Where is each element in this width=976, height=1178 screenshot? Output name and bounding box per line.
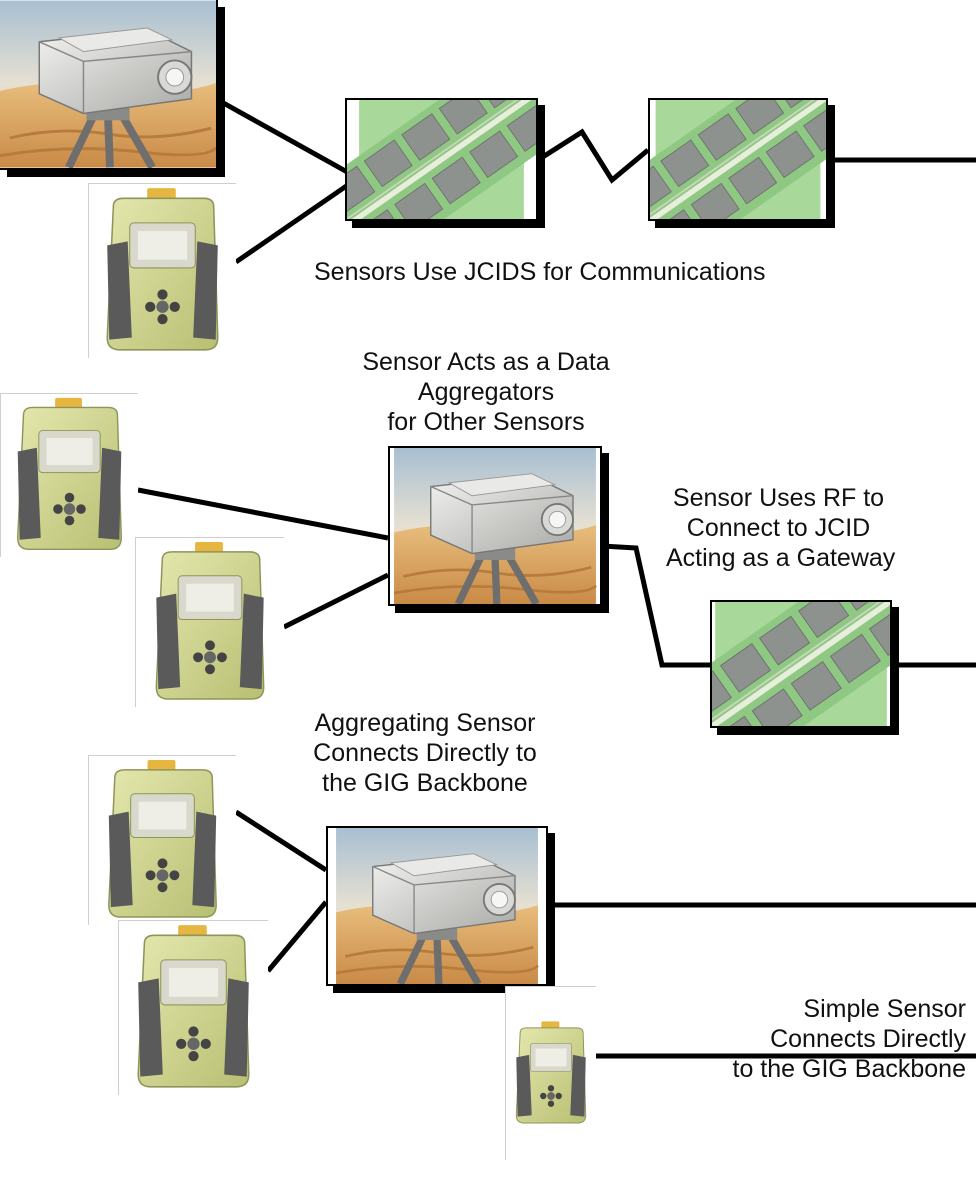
label-jcids-communications: Sensors Use JCIDS for Communications <box>314 258 766 286</box>
wire-handheld-to-aggregator <box>137 487 389 541</box>
wire-handheld4-to-aggregating <box>266 900 328 973</box>
label-line: for Other Sensors <box>387 408 585 436</box>
tripod-camera-sensor-icon <box>0 0 216 168</box>
circuit-board-module-icon <box>650 100 826 219</box>
label-aggregating-direct: Aggregating Sensor Connects Directly to … <box>275 708 575 798</box>
label-line: Connects Directly <box>770 1025 966 1053</box>
jcids-module-2 <box>648 98 828 221</box>
tripod-camera-sensor-icon <box>328 828 546 984</box>
circuit-board-module-icon <box>712 602 890 726</box>
camera-sensor-aggregator <box>388 446 602 606</box>
label-line: the GIG Backbone <box>322 769 528 797</box>
handheld-sensor-top <box>88 183 236 358</box>
label-rf-gateway: Sensor Uses RF to Connect to JCID Acting… <box>666 483 896 573</box>
wire-jcids-zigzag <box>536 128 650 184</box>
wire-handheld2-to-aggregator <box>282 572 390 630</box>
label-line: Aggregators <box>417 378 555 406</box>
handheld-sensor-lower <box>88 755 236 925</box>
wire-handheld3-to-aggregating <box>234 809 328 873</box>
wire-camera-to-jcids <box>216 97 360 181</box>
handheld-sensor-icon <box>89 756 236 925</box>
label-line: to the GIG Backbone <box>732 1055 966 1083</box>
label-line: Sensor Acts as a Data <box>362 348 610 376</box>
label-data-aggregator: Sensor Acts as a Data Aggregators for Ot… <box>356 347 616 437</box>
jcids-gateway-module <box>710 600 892 728</box>
handheld-sensor-bottom <box>118 920 268 1095</box>
label-line: Connects Directly to <box>313 739 537 767</box>
handheld-sensor-icon <box>506 987 596 1160</box>
label-line: Simple Sensor <box>803 995 966 1023</box>
handheld-sensor-simple <box>505 986 596 1160</box>
handheld-sensor-icon <box>1 394 138 557</box>
wire-aggregator-to-gateway <box>601 543 710 668</box>
handheld-sensor-middle-left <box>0 393 138 557</box>
label-line: Connect to JCID <box>686 514 871 542</box>
handheld-sensor-middle <box>135 537 284 707</box>
camera-sensor-aggregating <box>326 826 548 986</box>
tripod-camera-sensor-icon <box>390 448 600 604</box>
label-simple-direct: Simple Sensor Connects Directly to the G… <box>596 994 966 1084</box>
circuit-board-module-icon <box>347 100 536 219</box>
handheld-sensor-icon <box>136 538 284 707</box>
wire-handheld-to-jcids <box>234 175 360 265</box>
label-line: Sensor Uses RF to <box>672 484 885 512</box>
handheld-sensor-icon <box>89 184 236 358</box>
label-line: Acting as a Gateway <box>666 544 896 572</box>
jcids-module-1 <box>345 98 538 221</box>
label-line: Aggregating Sensor <box>314 709 536 737</box>
handheld-sensor-icon <box>119 921 268 1095</box>
camera-sensor-top <box>0 0 218 170</box>
